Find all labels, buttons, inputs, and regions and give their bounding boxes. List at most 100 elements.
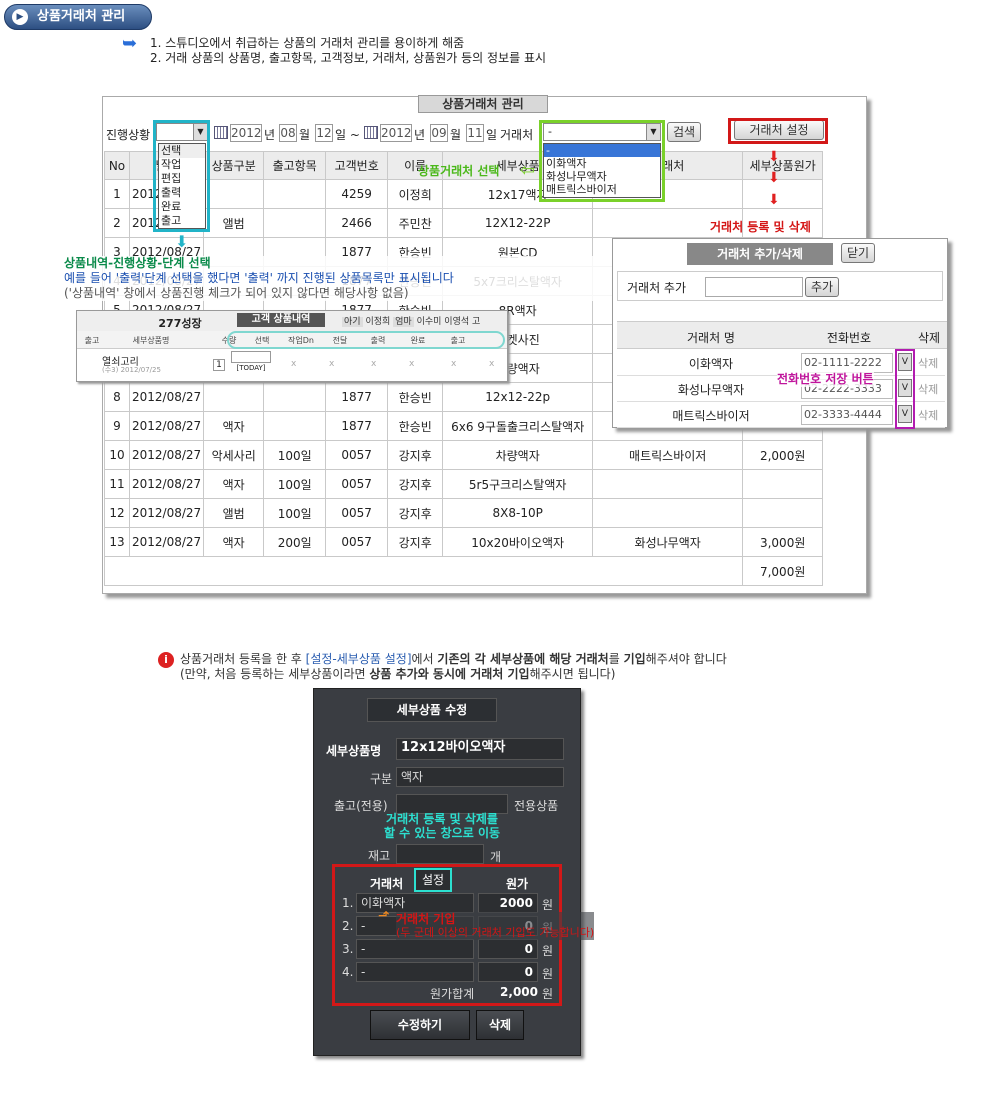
mini-x-mark: x [409, 359, 415, 369]
year-unit: 년 [264, 128, 276, 142]
vendor-row-name: 이화액자 [688, 357, 734, 371]
status-annotation-desc1: 예를 들어 '출력'단계 선택을 했다면 '출력' 까지 진행된 상품목록만 표… [64, 271, 454, 285]
mini-header: 작업Dn [288, 336, 314, 345]
month1-input[interactable]: 08 [279, 124, 297, 142]
month2-input[interactable]: 09 [430, 124, 448, 142]
vendor-row-cost[interactable]: 0 [478, 962, 538, 982]
table-cell: 0057 [325, 527, 389, 557]
notice-bold: 상품 추가와 동시에 거래처 기입 [369, 667, 530, 681]
dialog-title: 세부상품 수정 [367, 698, 497, 722]
vendor-setting-button[interactable]: 설정 [414, 868, 452, 892]
cost-sum-label: 원가합계 [430, 987, 475, 1001]
vendor-delete-link[interactable]: 삭제 [918, 383, 939, 396]
day2-input[interactable]: 11 [466, 124, 484, 142]
phone-save-button[interactable]: V [898, 405, 912, 423]
vendor-row-select[interactable]: 이화액자 [356, 893, 474, 913]
status-option[interactable]: 완료 [161, 200, 182, 213]
vendor-section-label: 거래처 [370, 877, 404, 891]
vendor-register-annotation: 거래처 등록 및 삭제 [710, 220, 811, 234]
notice: 상품거래처 등록을 한 후 [설정-세부상품 설정]에서 기존의 각 세부상품에… [180, 652, 727, 682]
vendor-add-input[interactable] [705, 277, 803, 297]
calendar-icon[interactable] [364, 126, 378, 139]
calendar-icon[interactable] [214, 126, 228, 139]
search-button[interactable]: 검색 [667, 122, 701, 142]
notice-bold: 기입 [623, 652, 646, 666]
mini-x-mark: x [291, 359, 297, 369]
stock-input[interactable] [396, 844, 484, 864]
phone-save-button[interactable]: V [898, 353, 912, 371]
vendor-delete-link[interactable]: 삭제 [918, 409, 939, 422]
vendor-row-select[interactable]: - [356, 962, 474, 982]
vendor-select[interactable]: -▼ [543, 123, 661, 141]
vendor-setting-button[interactable]: 거래처 설정 [734, 120, 824, 140]
kind-select[interactable]: 액자 [396, 767, 564, 787]
status-option[interactable]: 편집 [161, 172, 182, 185]
vendor-row-number: 1. [342, 896, 354, 910]
status-option[interactable]: 출력 [161, 186, 182, 199]
product-name-input[interactable]: 12x12바이오액자 [396, 738, 564, 760]
save-button[interactable]: 수정하기 [370, 1010, 470, 1040]
vendor-row-cost[interactable]: 0 [478, 939, 538, 959]
mini-family-name: 고 [472, 317, 481, 327]
status-select[interactable]: ▼ [156, 123, 208, 141]
vendor-row-phone[interactable]: 02-3333-4444 [801, 405, 893, 425]
close-button[interactable]: 닫기 [841, 243, 875, 263]
mini-header: 출고 [450, 336, 466, 345]
table-cell [263, 382, 327, 412]
table-cell: 2,000원 [742, 440, 824, 470]
day1-input[interactable]: 12 [315, 124, 333, 142]
mini-today[interactable]: [TODAY] [236, 364, 266, 372]
year2-input[interactable]: 2012 [380, 124, 412, 142]
table-cell: 2012/08/27 [128, 382, 205, 412]
status-option[interactable]: 선택 [159, 144, 205, 158]
year1-input[interactable]: 2012 [230, 124, 262, 142]
panel-title: 상품거래처 관리 [418, 95, 548, 113]
delete-button[interactable]: 삭제 [476, 1010, 524, 1040]
vendor-select-highlight [539, 120, 665, 202]
vendor-join-title: 거래처 기입 [396, 912, 456, 926]
table-header: 세부상품원가 [742, 151, 824, 180]
vendor-row-select[interactable]: - [356, 939, 474, 959]
arrow-right-icon: ➥ [122, 33, 138, 54]
vendor-row-number: 3. [342, 942, 354, 956]
vendor-option[interactable]: 이화액자 [546, 157, 587, 170]
table-cell: 액자 [203, 527, 265, 557]
table-cell: 액자 [203, 469, 265, 499]
go-vendor-annotation: 거래처 등록 및 삭제를 할 수 있는 창으로 이동 [372, 812, 512, 840]
won-unit: 원 [542, 898, 554, 912]
mini-qty[interactable]: 1 [213, 359, 225, 371]
table-cell: 100일 [263, 440, 327, 470]
vendor-option[interactable]: - [544, 144, 660, 157]
out-select[interactable] [396, 794, 508, 814]
vendor-add-button[interactable]: 추가 [805, 277, 839, 297]
out-label: 출고(전용) [334, 799, 388, 813]
product-name-label: 세부상품명 [326, 744, 382, 758]
table-cell: 0057 [325, 440, 389, 470]
status-option[interactable]: 작업 [161, 158, 182, 171]
table-cell [263, 411, 327, 441]
vendor-row-name: 매트릭스바이저 [672, 409, 750, 423]
status-option[interactable]: 출고 [161, 214, 182, 227]
phone-save-button[interactable]: V [898, 379, 912, 397]
day-unit: 일 [486, 128, 498, 142]
vendor-delete-link[interactable]: 삭제 [918, 357, 939, 370]
table-cell: 화성나무액자 [592, 527, 744, 557]
mini-tab[interactable]: 고객 상품내역 [237, 313, 325, 327]
table-cell: 강지후 [387, 498, 444, 528]
vendor-option[interactable]: 매트릭스바이저 [546, 183, 617, 196]
vendor-row-cost[interactable]: 2000 [478, 893, 538, 913]
vendor-row-number: 4. [342, 965, 354, 979]
vendor-option[interactable]: 화성나무액자 [546, 170, 607, 183]
intro-line2: 2. 거래 상품의 상품명, 출고항목, 고객정보, 거래처, 상품원가 등의 … [150, 51, 547, 65]
chevron-down-icon: ▼ [646, 124, 660, 140]
mini-family-name: 이정희 [365, 317, 391, 327]
mini-family-name: 이수미 이영석 [416, 317, 470, 327]
